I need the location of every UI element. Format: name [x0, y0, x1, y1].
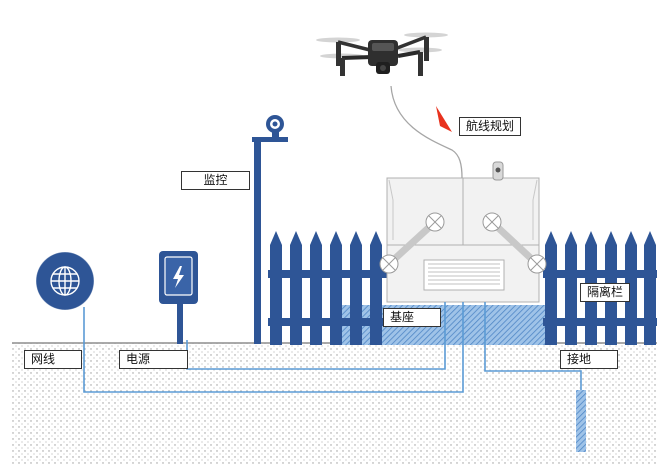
- camera-icon: [492, 161, 504, 181]
- power-box: [159, 251, 198, 344]
- drone-icon: [316, 32, 448, 76]
- fan-icon: [379, 212, 547, 274]
- fence-left: [268, 231, 388, 345]
- flight-path: [390, 85, 463, 179]
- network-cable: [83, 302, 464, 393]
- label-route-planning: 航线规划: [459, 117, 522, 136]
- label-base: 基座: [383, 308, 441, 327]
- label-network: 网线: [24, 350, 82, 369]
- lightning-icon: [173, 266, 184, 288]
- grounding-rod: [576, 390, 586, 452]
- globe-icon: [35, 251, 95, 311]
- label-fence: 隔离栏: [580, 283, 631, 302]
- ground-cable: [484, 302, 582, 390]
- camera-icon: [266, 115, 284, 133]
- label-monitor: 监控: [181, 171, 250, 190]
- drone-dock: [386, 161, 540, 303]
- monitor-pole: [252, 115, 288, 344]
- label-power: 电源: [119, 350, 188, 369]
- direction-arrow: [436, 106, 452, 132]
- fence-right: [543, 231, 657, 345]
- label-ground: 接地: [560, 350, 618, 369]
